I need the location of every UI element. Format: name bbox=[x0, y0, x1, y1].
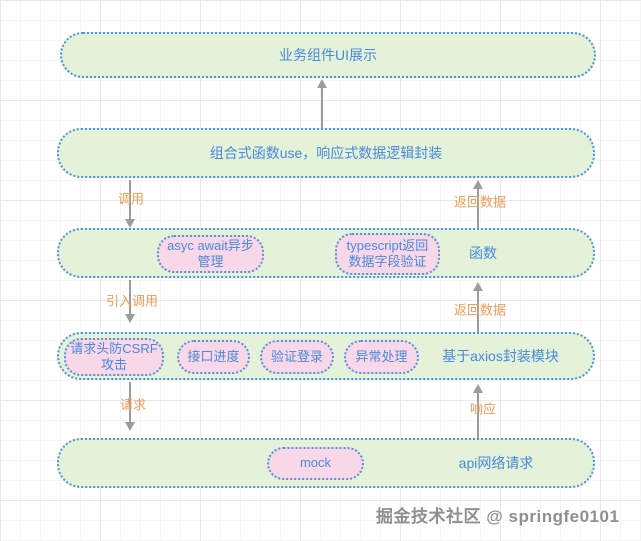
edge-label-return-data-2: 返回数据 bbox=[453, 302, 507, 318]
arrow-head-up-icon bbox=[317, 79, 327, 88]
edge-label-return-data-1: 返回数据 bbox=[453, 194, 507, 210]
edge-label-import-call: 引入调用 bbox=[105, 293, 159, 309]
layer-use-title: 组合式函数use，响应式数据逻辑封装 bbox=[209, 145, 443, 161]
bubble-progress: 接口进度 bbox=[177, 340, 250, 374]
arrow-use-to-fn-call bbox=[125, 180, 135, 228]
bubble-csrf: 请求头防CSRF 攻击 bbox=[64, 338, 164, 376]
layer-use-box: 组合式函数use，响应式数据逻辑封装 bbox=[57, 128, 595, 178]
arrow-head-up-icon bbox=[473, 180, 483, 189]
arrow-axios-to-api-request bbox=[125, 382, 135, 431]
layer-fn-box: asyc await异步 管理 typescript返回 数据字段验证 函数 bbox=[57, 228, 595, 278]
arrow-head-down-icon bbox=[125, 219, 135, 228]
layer-api-title: api网络请求 bbox=[458, 455, 534, 471]
bubble-error-handling: 异常处理 bbox=[344, 340, 419, 374]
bubble-mock: mock bbox=[267, 447, 364, 480]
arrow-use-to-ui bbox=[317, 79, 327, 128]
layer-axios-box: 请求头防CSRF 攻击 接口进度 验证登录 异常处理 基于axios封装模块 bbox=[57, 332, 595, 380]
bubble-async-await: asyc await异步 管理 bbox=[157, 235, 264, 273]
arrow-api-to-axios-response bbox=[473, 384, 483, 438]
layer-api-box: mock api网络请求 bbox=[57, 438, 595, 488]
arrow-fn-to-use-return bbox=[473, 180, 483, 228]
edge-label-call: 调用 bbox=[117, 191, 145, 207]
arrow-fn-to-axios-import bbox=[125, 280, 135, 323]
edge-label-request: 请求 bbox=[119, 397, 147, 413]
arrow-head-up-icon bbox=[473, 282, 483, 291]
layer-ui-box: 业务组件UI展示 bbox=[60, 32, 596, 78]
arrow-axios-to-fn-return bbox=[473, 282, 483, 332]
edge-label-response: 响应 bbox=[469, 401, 497, 417]
arrow-head-up-icon bbox=[473, 384, 483, 393]
watermark: 掘金技术社区 @ springfe0101 bbox=[376, 507, 620, 526]
bubble-typescript-validation: typescript返回 数据字段验证 bbox=[335, 233, 440, 275]
layer-ui-title: 业务组件UI展示 bbox=[279, 47, 377, 63]
arrow-head-down-icon bbox=[125, 314, 135, 323]
layer-axios-title: 基于axios封装模块 bbox=[442, 348, 559, 364]
layer-fn-title: 函数 bbox=[469, 245, 497, 261]
bubble-login: 验证登录 bbox=[260, 340, 334, 374]
arrow-head-down-icon bbox=[125, 422, 135, 431]
